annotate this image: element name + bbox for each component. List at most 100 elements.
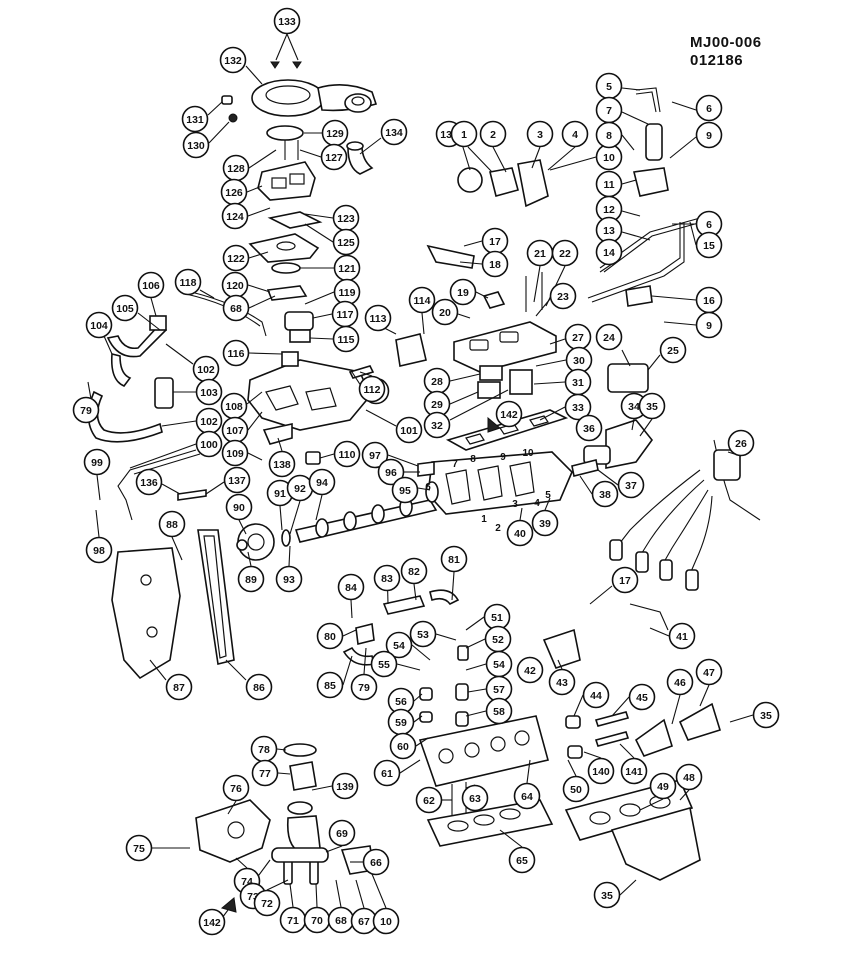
callout-label: 47 bbox=[703, 667, 715, 679]
callout-51: 51 bbox=[483, 603, 511, 631]
leader-line bbox=[463, 240, 483, 247]
callout-label: 42 bbox=[524, 665, 536, 677]
callout-label: 121 bbox=[338, 263, 356, 275]
callout-120: 120 bbox=[221, 271, 249, 299]
callout-42: 42 bbox=[516, 656, 544, 684]
leader-line bbox=[103, 335, 113, 355]
callout-label: 22 bbox=[559, 248, 571, 260]
callout-label: 6 bbox=[706, 103, 712, 115]
callout-35: 35 bbox=[752, 701, 780, 729]
callout-11: 11 bbox=[595, 170, 623, 198]
leader-line bbox=[435, 633, 457, 641]
inline-number: 2 bbox=[495, 523, 501, 534]
leader-line bbox=[96, 474, 101, 501]
callout-130: 130 bbox=[182, 131, 210, 159]
callout-label: 109 bbox=[226, 448, 244, 460]
leader-line bbox=[621, 87, 641, 91]
inline-number: 9 bbox=[500, 452, 506, 463]
callout-label: 120 bbox=[226, 280, 244, 292]
leader-line bbox=[457, 313, 471, 319]
leader-line bbox=[87, 381, 92, 400]
callout-label: 53 bbox=[417, 629, 429, 641]
callout-label: 21 bbox=[534, 248, 546, 260]
callout-64: 64 bbox=[513, 782, 541, 810]
callout-label: 59 bbox=[395, 717, 407, 729]
callout-7: 7 bbox=[595, 96, 623, 124]
leader-line bbox=[413, 715, 423, 723]
callout-66: 66 bbox=[362, 848, 390, 876]
leader-line bbox=[359, 371, 373, 377]
leader-line bbox=[171, 536, 183, 561]
callout-99: 99 bbox=[83, 448, 111, 476]
callout-label: 7 bbox=[606, 105, 612, 117]
callout-label: 124 bbox=[226, 211, 244, 223]
callout-label: 70 bbox=[311, 915, 323, 927]
leader-line bbox=[413, 583, 417, 601]
callout-103: 103 bbox=[195, 378, 223, 406]
callout-label: 82 bbox=[408, 566, 420, 578]
callout-80: 80 bbox=[316, 622, 344, 650]
callout-8: 8 bbox=[595, 121, 623, 149]
callout-label: 37 bbox=[625, 480, 637, 492]
callout-48: 48 bbox=[675, 763, 703, 791]
callout-104: 104 bbox=[85, 311, 113, 339]
callout-label: 81 bbox=[448, 554, 460, 566]
leader-line bbox=[621, 134, 635, 151]
callout-label: 35 bbox=[646, 401, 658, 413]
leader-line bbox=[325, 845, 343, 853]
leader-line bbox=[247, 551, 252, 567]
leader-line bbox=[639, 798, 664, 811]
leader-line bbox=[639, 418, 653, 437]
leader-line bbox=[315, 494, 323, 521]
callout-127: 127 bbox=[320, 143, 348, 171]
callout-label: 13 bbox=[603, 225, 615, 237]
callout-label: 116 bbox=[228, 348, 245, 360]
callout-97: 97 bbox=[361, 441, 389, 469]
callout-label: 84 bbox=[345, 582, 357, 594]
callout-label: 55 bbox=[378, 659, 390, 671]
leader-line bbox=[277, 772, 291, 775]
callout-95: 95 bbox=[391, 476, 419, 504]
leader-line bbox=[459, 261, 483, 265]
leader-line bbox=[387, 454, 419, 467]
callout-2: 2 bbox=[479, 120, 507, 148]
leader-line bbox=[342, 629, 357, 637]
callout-label: 17 bbox=[619, 575, 631, 587]
callout-53: 53 bbox=[409, 620, 437, 648]
callout-label: 113 bbox=[370, 313, 387, 325]
callout-label: 86 bbox=[253, 682, 265, 694]
callout-label: 33 bbox=[572, 402, 584, 414]
callout-label: 9 bbox=[706, 130, 712, 142]
callout-label: 31 bbox=[572, 377, 584, 389]
callout-116: 116 bbox=[222, 339, 250, 367]
leader-line bbox=[417, 487, 431, 491]
callout-102: 102 bbox=[195, 407, 223, 435]
callout-label: 104 bbox=[90, 320, 108, 332]
callout-label: 44 bbox=[590, 690, 602, 702]
callout-70: 70 bbox=[303, 906, 331, 934]
callout-52: 52 bbox=[484, 625, 512, 653]
callout-label: 64 bbox=[521, 791, 533, 803]
leader-line bbox=[276, 748, 287, 751]
callout-label: 90 bbox=[233, 502, 245, 514]
callout-label: 137 bbox=[228, 475, 246, 487]
leader-line bbox=[583, 751, 602, 759]
arrow-marker-upper bbox=[487, 416, 502, 433]
callout-label: 89 bbox=[245, 574, 257, 586]
leader-line bbox=[499, 829, 523, 848]
callout-110: 110 bbox=[333, 440, 361, 468]
leader-line bbox=[549, 338, 566, 345]
inline-number: 10 bbox=[522, 448, 534, 459]
leader-line bbox=[161, 420, 197, 427]
leader-line bbox=[689, 221, 697, 246]
leader-line bbox=[129, 443, 197, 469]
leader-line bbox=[599, 263, 613, 273]
leader-line bbox=[208, 121, 230, 144]
callout-133: 133 bbox=[273, 7, 301, 35]
leader-line bbox=[350, 599, 353, 619]
leader-line bbox=[492, 146, 507, 173]
leader-line bbox=[539, 406, 566, 421]
callout-16: 16 bbox=[695, 286, 723, 314]
